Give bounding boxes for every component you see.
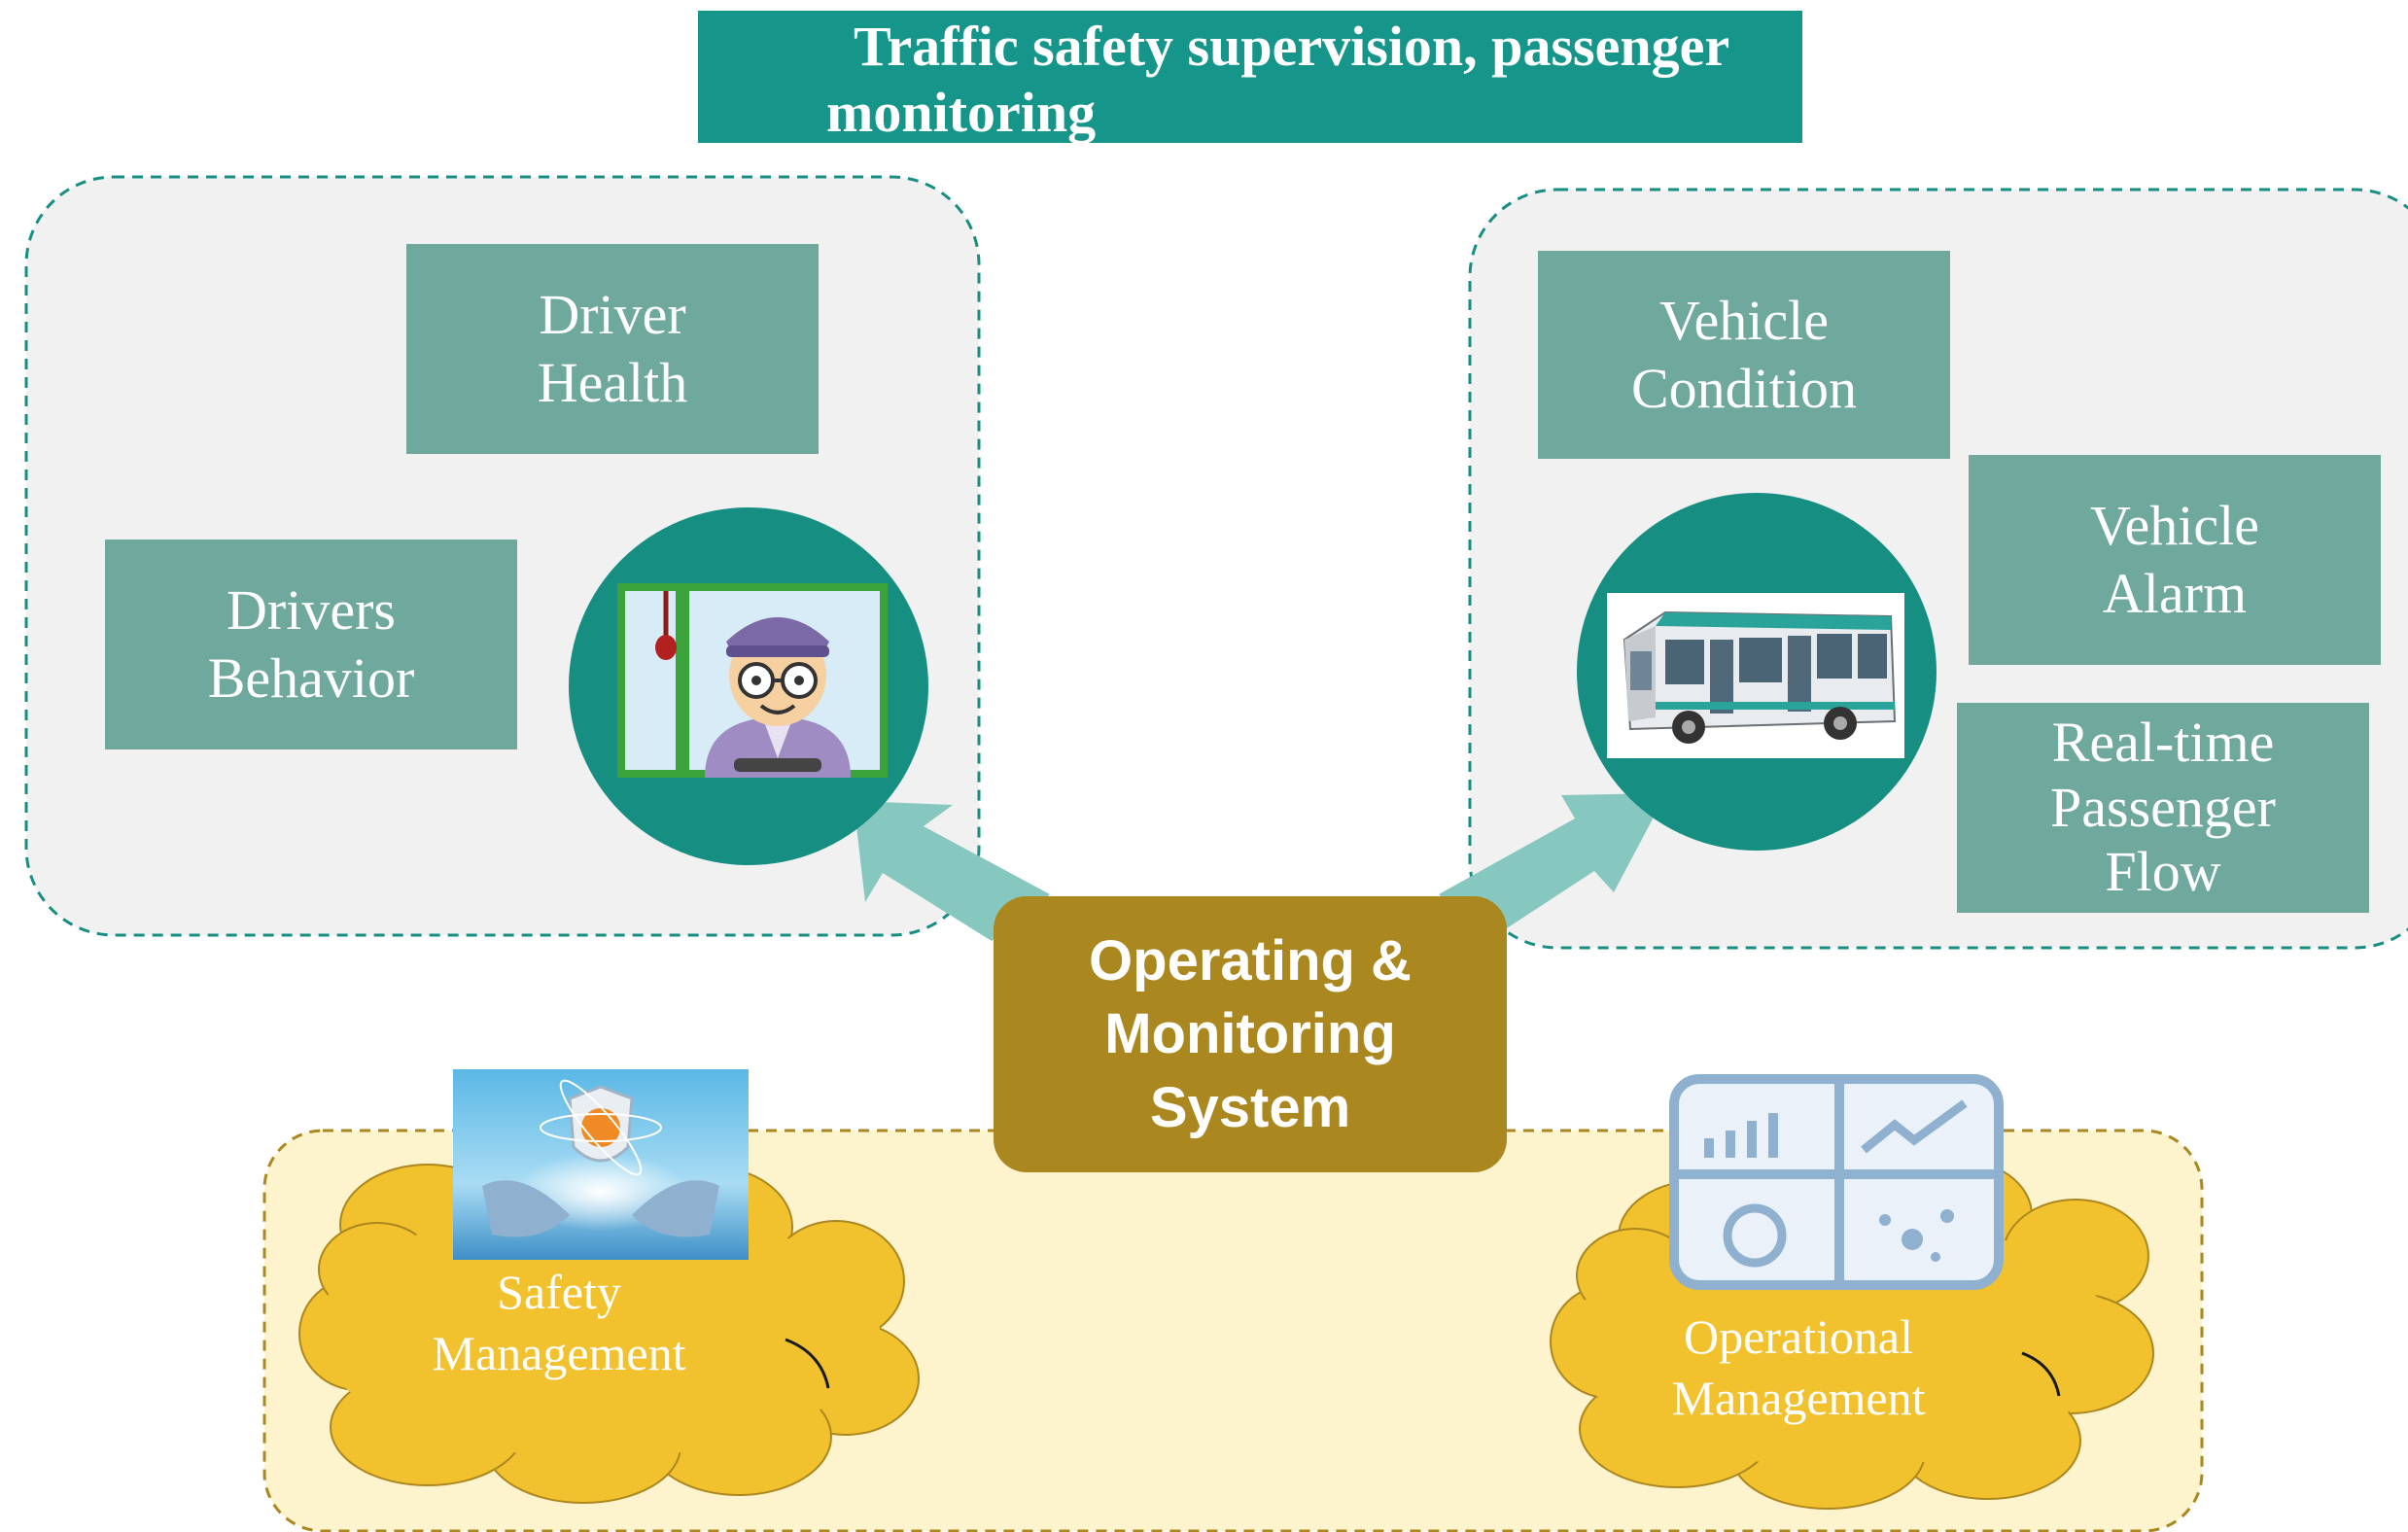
safety-shield-hands-icon [453, 1069, 749, 1260]
left-arrow [854, 801, 1050, 941]
safety-cloud-core [316, 1205, 880, 1458]
passenger-flow-line-1: Real-time [2051, 710, 2275, 774]
driver-health-line-2: Health [537, 351, 688, 414]
drivers-behavior-box: Drivers Behavior [105, 540, 517, 749]
center-line-3: System [1149, 1075, 1351, 1139]
operational-management-line-1: Operational [1683, 1309, 1913, 1364]
drivers-behavior-line-1: Drivers [227, 578, 396, 643]
safety-management-label: Safety Management [389, 1262, 729, 1383]
operational-cloud-curl [2021, 1351, 2061, 1397]
center-line-1: Operating & [1089, 928, 1412, 992]
bus-picture [1607, 593, 1904, 758]
vehicle-alarm-box: Vehicle Alarm [1969, 455, 2381, 665]
banner-title-line-2: monitoring [826, 81, 1097, 143]
drivers-behavior-line-2: Behavior [207, 646, 415, 710]
driver-picture [617, 583, 888, 778]
safety-management-line-2: Management [432, 1325, 686, 1380]
vehicle-condition-box: Vehicle Condition [1538, 251, 1950, 459]
dashboard-chart-icon [1669, 1074, 2004, 1290]
vehicle-condition-line-2: Condition [1630, 357, 1858, 420]
safety-cloud-curl [785, 1338, 830, 1389]
operational-management-label: Operational Management [1643, 1306, 1954, 1428]
operational-management-line-2: Management [1671, 1370, 1926, 1425]
dashboard-picture [1669, 1074, 2004, 1290]
operating-monitoring-system-box: Operating & Monitoring System [994, 896, 1507, 1172]
banner-title-line-1: Traffic safety supervision, passenger [854, 15, 1730, 78]
driver-health-box: Driver Health [406, 244, 819, 454]
passenger-flow-box: Real-time Passenger Flow [1957, 703, 2369, 913]
passenger-flow-line-3: Flow [2105, 840, 2221, 904]
center-line-2: Monitoring [1104, 1002, 1396, 1066]
safety-management-line-1: Safety [497, 1265, 621, 1319]
vehicle-alarm-line-2: Alarm [2102, 562, 2248, 625]
passenger-flow-line-2: Passenger [2050, 775, 2276, 839]
vehicle-alarm-line-1: Vehicle [2090, 494, 2259, 558]
vehicle-condition-line-1: Vehicle [1659, 289, 1829, 353]
driver-health-line-1: Driver [539, 283, 686, 347]
safety-picture [453, 1069, 749, 1260]
bus-icon [1623, 610, 1897, 744]
driver-illustration-icon [617, 583, 888, 778]
title-banner: Traffic safety supervision, passenger mo… [698, 11, 1802, 143]
